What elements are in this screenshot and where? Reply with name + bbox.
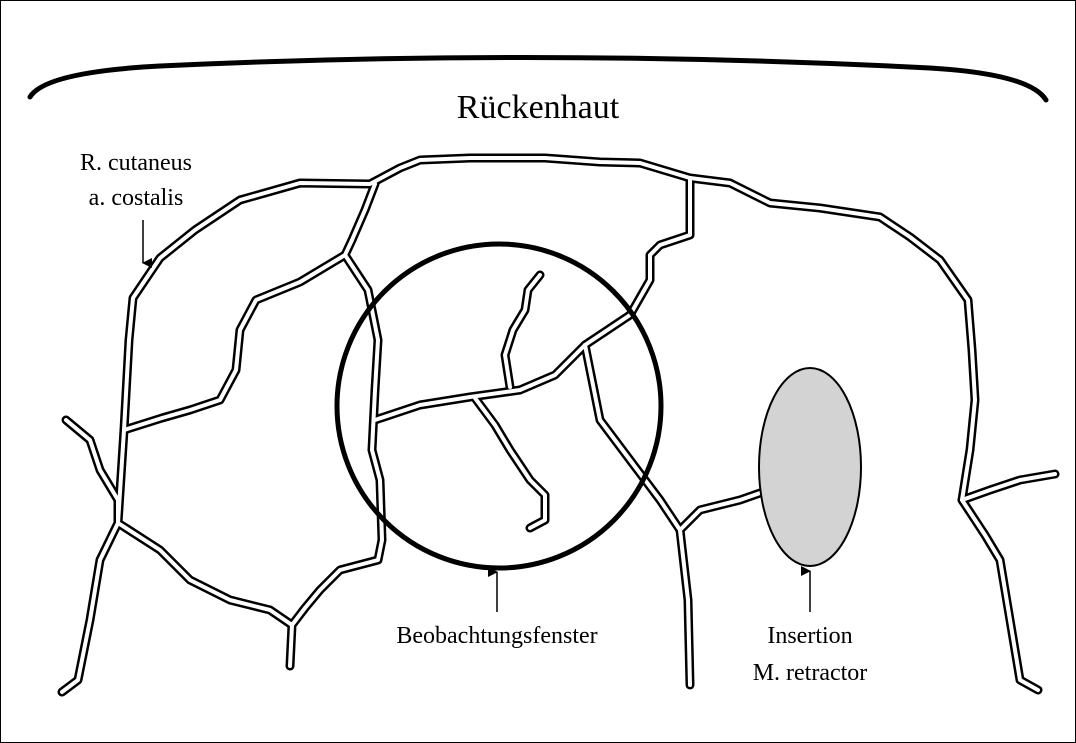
vessel-left-loop xyxy=(124,255,345,430)
vessel-network xyxy=(62,158,1055,692)
vessel-window-lower xyxy=(475,398,545,528)
insertion-label-line2: M. retractor xyxy=(753,660,868,686)
window-label: Beobachtungsfenster xyxy=(396,623,597,649)
skin-label: Rückenhaut xyxy=(457,89,620,126)
vessel-label-line2: a. costalis xyxy=(89,185,184,211)
vessel-far-left xyxy=(62,420,118,692)
vessel-window-upper xyxy=(505,275,540,387)
observation-window-circle xyxy=(337,244,661,568)
insertion-label-line1: Insertion xyxy=(767,623,852,649)
vessel-label-line1: R. cutaneus xyxy=(80,150,192,176)
vessel-right-branch xyxy=(585,345,690,685)
insertion-ellipse xyxy=(759,368,861,566)
